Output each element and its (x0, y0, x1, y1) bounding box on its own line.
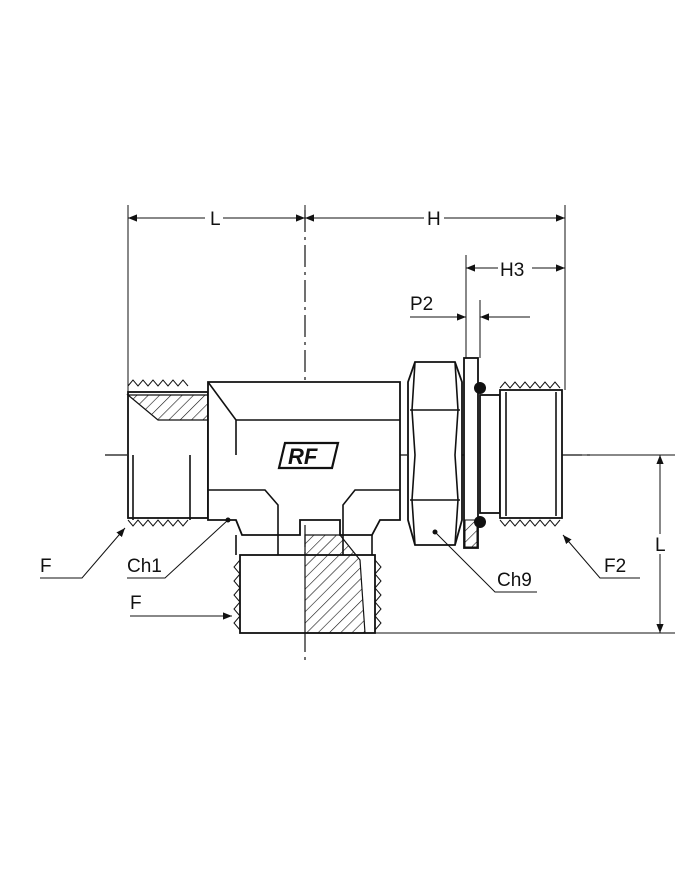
rf-logo: RF (277, 441, 340, 470)
bottom-threaded-end (233, 534, 382, 634)
label-h: H (427, 209, 441, 230)
tee-body (207, 381, 401, 555)
logo-text: RF (288, 444, 318, 469)
dimension-p2: P2 (410, 294, 530, 321)
dimension-l-top: L (128, 208, 305, 230)
leader-f2: F2 (562, 534, 640, 579)
hex-nut (407, 361, 463, 546)
label-h3: H3 (500, 260, 524, 281)
leader-f-left: F (40, 527, 126, 579)
dimension-h: H (305, 208, 565, 230)
label-ch1: Ch1 (127, 556, 162, 577)
seal-washer (463, 357, 486, 549)
leader-f-bottom: F (130, 593, 232, 620)
o-ring-top (474, 382, 486, 394)
label-f2: F2 (604, 556, 626, 577)
dimension-h3: H3 (466, 257, 565, 281)
leader-ch1: Ch1 (127, 517, 231, 579)
label-f-bottom: F (130, 593, 142, 614)
leader-ch9: Ch9 (432, 529, 537, 593)
label-ch9: Ch9 (497, 570, 532, 591)
label-l-right: L (655, 535, 666, 556)
o-ring-bottom (474, 516, 486, 528)
label-l-top: L (210, 209, 221, 230)
dimension-l-right: L (651, 455, 669, 633)
label-f-left: F (40, 556, 52, 577)
label-p2: P2 (410, 294, 433, 315)
right-threaded-end (479, 381, 563, 527)
